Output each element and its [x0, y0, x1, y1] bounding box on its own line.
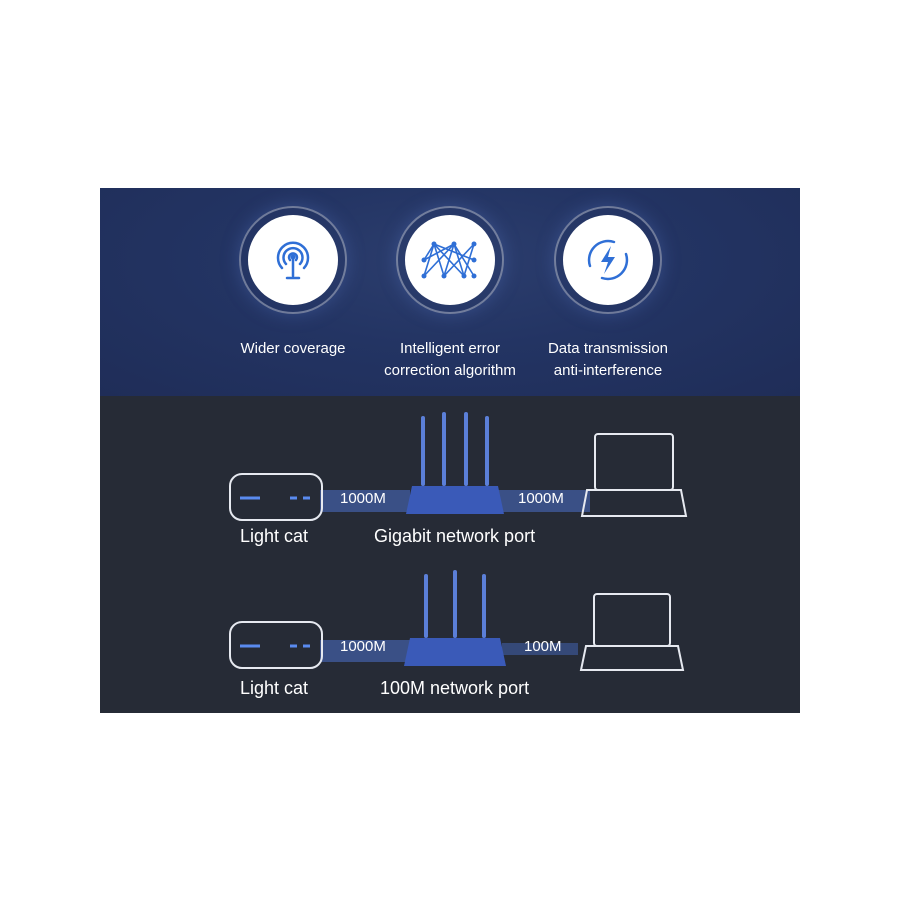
port-label: Gigabit network port [374, 526, 536, 546]
feature-label-line: anti-interference [553, 362, 663, 379]
router-body [406, 486, 504, 514]
feature-label-line: correction algorithm [384, 362, 516, 379]
network-mesh-icon [421, 241, 477, 279]
laptop-icon [579, 593, 685, 671]
feature-wider-coverage: Wider coverage [208, 206, 378, 360]
light-cat-icon [229, 621, 323, 669]
feature-ring [554, 206, 662, 314]
feature-ring [396, 206, 504, 314]
laptop-icon [580, 433, 688, 517]
feature-label: Wider coverage [240, 340, 346, 357]
feature-section: Wider coverage [100, 188, 800, 396]
feature-disc [563, 215, 653, 305]
link-bar-right [490, 490, 590, 512]
router-three-antenna-icon [424, 570, 486, 638]
link-bar-left [320, 640, 410, 662]
antenna-signal-icon [276, 241, 310, 280]
router-body [404, 638, 506, 666]
feature-disc [405, 215, 495, 305]
light-cat-icon [229, 473, 323, 521]
port-label: 100M network port [380, 678, 530, 698]
feature-label-line: Data transmission [547, 340, 669, 357]
link-bar-left [320, 490, 410, 512]
row-gigabit-illustration [229, 412, 688, 521]
speed-label: 1000M [518, 490, 564, 507]
device-label: Light cat [240, 526, 309, 546]
product-feature-banner: Wider coverage [100, 188, 800, 713]
feature-label: Intelligent error correction algorithm [365, 338, 535, 382]
speed-label: 100M [524, 638, 562, 655]
speed-label: 1000M [340, 638, 386, 655]
feature-anti-interference: Data transmission anti-interference [523, 206, 693, 382]
router-four-antenna-icon [421, 412, 489, 486]
port-comparison-section: 1000M 1000M Light cat Gigabit network po… [100, 396, 800, 713]
feature-ring [239, 206, 347, 314]
feature-label: Data transmission anti-interference [523, 338, 693, 382]
lightning-cycle-icon [587, 239, 629, 281]
feature-disc [248, 215, 338, 305]
feature-label-line: Intelligent error [399, 340, 501, 357]
link-bar-right [502, 643, 578, 655]
feature-error-correction: Intelligent error correction algorithm [365, 206, 535, 382]
device-label: Light cat [240, 678, 309, 698]
row-100m-illustration [229, 570, 685, 671]
speed-label: 1000M [340, 490, 386, 507]
